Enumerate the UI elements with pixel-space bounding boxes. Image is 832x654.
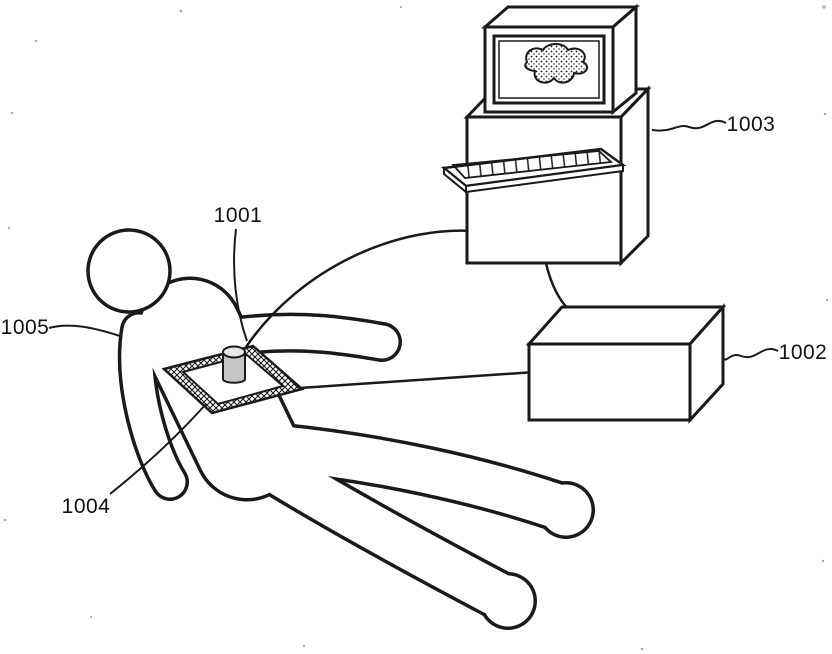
scan-speckles [3, 5, 829, 651]
leader-lines [48, 120, 779, 495]
ref-label-1004: 1004 [62, 495, 111, 518]
patient-figure [86, 228, 595, 630]
ref-label-1005: 1005 [1, 316, 50, 339]
cable-probe-to-workstation [244, 229, 486, 348]
leader-line-1004 [109, 403, 207, 495]
ref-label-1003: 1003 [727, 113, 776, 136]
monitor [480, 3, 641, 116]
processor-box [525, 303, 727, 424]
organ-image [524, 43, 589, 84]
leader-line-1005 [48, 324, 121, 337]
ref-label-1001: 1001 [214, 204, 263, 227]
workstation [440, 3, 652, 267]
cable-pad-to-processor [299, 368, 566, 390]
keyboard [440, 147, 627, 195]
patient-head [86, 228, 172, 314]
probe-body [222, 351, 246, 384]
leader-line-1001 [233, 228, 248, 342]
keyboard-keys [451, 150, 614, 179]
leader-line-1002 [723, 348, 779, 361]
probe-top [222, 345, 246, 359]
ref-label-1002: 1002 [779, 341, 828, 364]
ultrasound-probe [222, 345, 246, 384]
reference-labels: 1001 1002 1003 1004 1005 [1, 113, 828, 518]
leader-line-1003 [651, 120, 727, 132]
